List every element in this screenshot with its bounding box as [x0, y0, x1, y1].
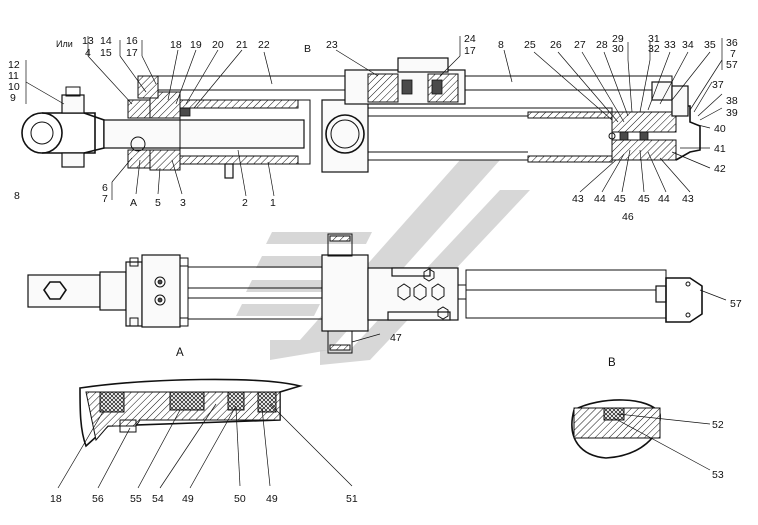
label-7-left: 7 — [102, 193, 108, 205]
label-14: 14 — [100, 35, 112, 47]
label-7-top: 7 — [730, 48, 736, 60]
label-31: 31 — [648, 33, 660, 45]
label-a-ref: А — [130, 197, 137, 209]
label-49-a: 49 — [182, 493, 194, 505]
label-17-a: 17 — [126, 47, 138, 59]
label-4: 4 — [85, 47, 91, 59]
label-22: 22 — [258, 39, 270, 51]
label-39: 39 — [726, 107, 738, 119]
label-44-a: 44 — [594, 193, 606, 205]
label-30: 30 — [612, 43, 624, 55]
label-8-left: 8 — [14, 190, 20, 202]
label-27: 27 — [574, 39, 586, 51]
label-6: 6 — [102, 182, 108, 194]
label-9: 9 — [10, 92, 16, 104]
detail-b-view — [571, 399, 661, 459]
label-12: 12 — [8, 59, 20, 71]
label-45-a: 45 — [614, 193, 626, 205]
label-43-a: 43 — [572, 193, 584, 205]
label-53: 53 — [712, 469, 724, 481]
label-10: 10 — [8, 81, 20, 93]
view-a-title: А — [176, 347, 184, 359]
label-55: 55 — [130, 493, 142, 505]
label-16: 16 — [126, 35, 138, 47]
label-36: 36 — [726, 37, 738, 49]
label-51: 51 — [346, 493, 358, 505]
label-25: 25 — [524, 39, 536, 51]
detail-a-view — [79, 378, 304, 448]
label-40: 40 — [714, 123, 726, 135]
label-43-b: 43 — [682, 193, 694, 205]
view-b-title: В — [608, 357, 616, 369]
label-57: 57 — [730, 298, 742, 310]
label-50: 50 — [234, 493, 246, 505]
watermark-logo — [236, 160, 530, 365]
label-34: 34 — [682, 39, 694, 51]
leader-lines — [25, 36, 727, 489]
label-b-ref: В — [304, 43, 311, 55]
label-3: 3 — [180, 197, 186, 209]
label-44-b: 44 — [658, 193, 670, 205]
cylinder-section-view — [21, 57, 701, 179]
label-13: 13 — [82, 35, 94, 47]
label-38: 38 — [726, 95, 738, 107]
label-45-b: 45 — [638, 193, 650, 205]
label-33: 33 — [664, 39, 676, 51]
label-23: 23 — [326, 39, 338, 51]
label-56: 56 — [92, 493, 104, 505]
label-57-top: 57 — [726, 59, 738, 71]
label-32: 32 — [648, 43, 660, 55]
label-28: 28 — [596, 39, 608, 51]
label-54: 54 — [152, 493, 164, 505]
label-21: 21 — [236, 39, 248, 51]
label-49-b: 49 — [266, 493, 278, 505]
part-number-labels: Или 13 4 14 15 16 17 18 19 20 21 22 В 23… — [8, 33, 742, 505]
label-26: 26 — [550, 39, 562, 51]
label-37: 37 — [712, 79, 724, 91]
label-41: 41 — [714, 143, 726, 155]
label-35: 35 — [704, 39, 716, 51]
label-5: 5 — [155, 197, 161, 209]
label-19: 19 — [190, 39, 202, 51]
label-11: 11 — [8, 70, 19, 82]
label-ili: Или — [56, 39, 73, 49]
label-2: 2 — [242, 197, 248, 209]
cylinder-plan-view — [27, 233, 703, 354]
label-20: 20 — [212, 39, 224, 51]
label-18-detail: 18 — [50, 493, 62, 505]
label-24: 24 — [464, 33, 476, 45]
label-52: 52 — [712, 419, 724, 431]
label-15: 15 — [100, 47, 112, 59]
label-1: 1 — [270, 197, 276, 209]
label-17-b: 17 — [464, 45, 476, 57]
label-18: 18 — [170, 39, 182, 51]
label-46: 46 — [622, 211, 634, 223]
label-8-top: 8 — [498, 39, 504, 51]
label-47: 47 — [390, 332, 402, 344]
label-42: 42 — [714, 163, 726, 175]
label-29: 29 — [612, 33, 624, 45]
